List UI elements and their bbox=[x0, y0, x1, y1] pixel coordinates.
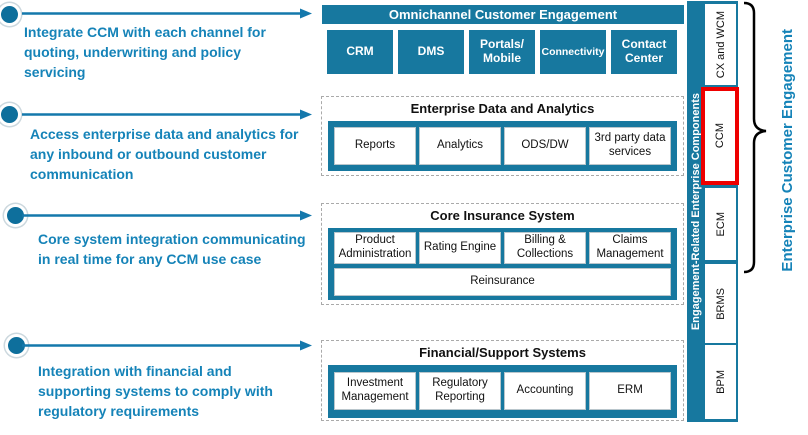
enterprise-components-bar-label: Engagement-Related Enterprise Components bbox=[690, 92, 702, 331]
curly-brace-icon bbox=[743, 1, 767, 274]
component-box-erm: ERM bbox=[589, 372, 671, 410]
component-box-contact-center: Contact Center bbox=[611, 30, 677, 74]
arrow-right-icon bbox=[22, 210, 312, 221]
component-box-connectivity: Connectivity bbox=[540, 30, 606, 74]
core-insurance-group-title: Core Insurance System bbox=[430, 208, 575, 223]
component-box-regulatory-reporting: Regulatory Reporting bbox=[419, 372, 501, 410]
component-box-reports: Reports bbox=[334, 127, 416, 165]
component-box-claims-management: Claims Management bbox=[589, 232, 671, 264]
component-box-dms: DMS bbox=[398, 30, 464, 74]
component-box-crm: CRM bbox=[327, 30, 393, 74]
component-box-3rd-party-data: 3rd party data services bbox=[589, 127, 671, 165]
core-insurance-group: Core Insurance System Product Administra… bbox=[321, 203, 684, 305]
core-insurance-band: Product Administration Rating Engine Bil… bbox=[328, 228, 677, 300]
bullet-text-core-system: Core system integration communicating in… bbox=[38, 231, 306, 267]
component-box-cx-wcm: CX and WCM bbox=[705, 4, 736, 85]
component-box-product-administration: Product Administration bbox=[334, 232, 416, 264]
component-box-accounting: Accounting bbox=[504, 372, 586, 410]
enterprise-components-bar: Engagement-Related Enterprise Components… bbox=[687, 1, 739, 422]
component-box-bpm: BPM bbox=[705, 345, 736, 419]
component-box-ccm-highlighted: CCM bbox=[701, 87, 739, 185]
bullet-text-analytics: Access enterprise data and analytics for… bbox=[30, 126, 299, 182]
financial-support-group-title: Financial/Support Systems bbox=[419, 345, 586, 360]
component-box-ecm: ECM bbox=[705, 188, 736, 260]
bullet-marker-icon bbox=[0, 103, 21, 126]
component-box-rating-engine: Rating Engine bbox=[419, 232, 501, 264]
component-box-analytics: Analytics bbox=[419, 127, 501, 165]
enterprise-customer-engagement-label: Enterprise Customer Engagement bbox=[778, 28, 796, 272]
data-analytics-group: Enterprise Data and Analytics Reports An… bbox=[321, 96, 684, 176]
financial-support-band: Investment Management Regulatory Reporti… bbox=[328, 365, 677, 418]
component-box-brms: BRMS bbox=[705, 264, 736, 343]
bullet-text-financial: Integration with financial and supportin… bbox=[38, 363, 273, 419]
bullet-text-channels: Integrate CCM with each channel for quot… bbox=[24, 24, 266, 80]
component-box-investment-management: Investment Management bbox=[334, 372, 416, 410]
component-box-reinsurance: Reinsurance bbox=[334, 268, 671, 296]
arrow-right-icon bbox=[22, 8, 312, 19]
component-box-portals-mobile: Portals/ Mobile bbox=[469, 30, 535, 74]
arrow-right-icon bbox=[22, 340, 312, 351]
financial-support-group: Financial/Support Systems Investment Man… bbox=[321, 340, 684, 421]
omnichannel-group-title: Omnichannel Customer Engagement bbox=[322, 5, 684, 24]
arrow-right-icon bbox=[22, 109, 312, 120]
omnichannel-group: CRM DMS Portals/ Mobile Connectivity Con… bbox=[327, 30, 677, 74]
bullet-marker-icon bbox=[0, 3, 21, 26]
component-box-billing-collections: Billing & Collections bbox=[504, 232, 586, 264]
data-analytics-band: Reports Analytics ODS/DW 3rd party data … bbox=[328, 121, 677, 171]
data-analytics-group-title: Enterprise Data and Analytics bbox=[410, 101, 595, 116]
component-box-ods-dw: ODS/DW bbox=[504, 127, 586, 165]
